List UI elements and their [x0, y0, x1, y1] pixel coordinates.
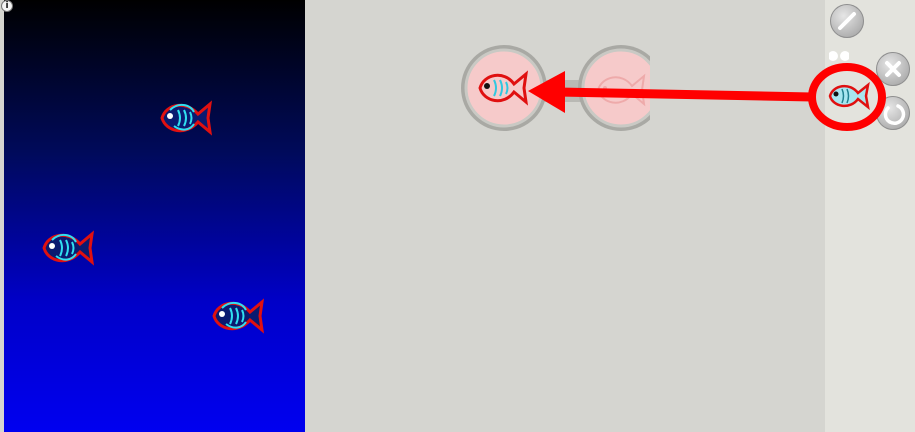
costume-slot-2[interactable] — [581, 48, 650, 128]
info-button[interactable]: i — [1, 0, 13, 12]
fish-sprite[interactable] — [38, 226, 96, 270]
selection-dots — [829, 50, 849, 62]
pen-button[interactable] — [830, 4, 864, 38]
fish-icon — [160, 100, 213, 136]
pen-icon — [838, 12, 856, 30]
info-icon: i — [5, 1, 9, 11]
workspace — [305, 0, 825, 432]
stage-canvas[interactable] — [4, 0, 305, 432]
undo-button[interactable] — [876, 96, 910, 130]
costume-slots — [460, 42, 650, 164]
tool-sidebar — [825, 0, 915, 432]
close-icon — [885, 61, 901, 77]
fish-sprite[interactable] — [208, 294, 266, 338]
fish-icon — [828, 81, 870, 111]
undo-icon — [883, 104, 906, 125]
fish-sprite[interactable] — [156, 96, 214, 140]
close-button[interactable] — [876, 52, 910, 86]
fish-icon — [42, 230, 95, 266]
fish-costume-thumbnail[interactable] — [826, 76, 872, 116]
fish-icon — [212, 298, 265, 334]
fish-icon — [478, 70, 529, 106]
